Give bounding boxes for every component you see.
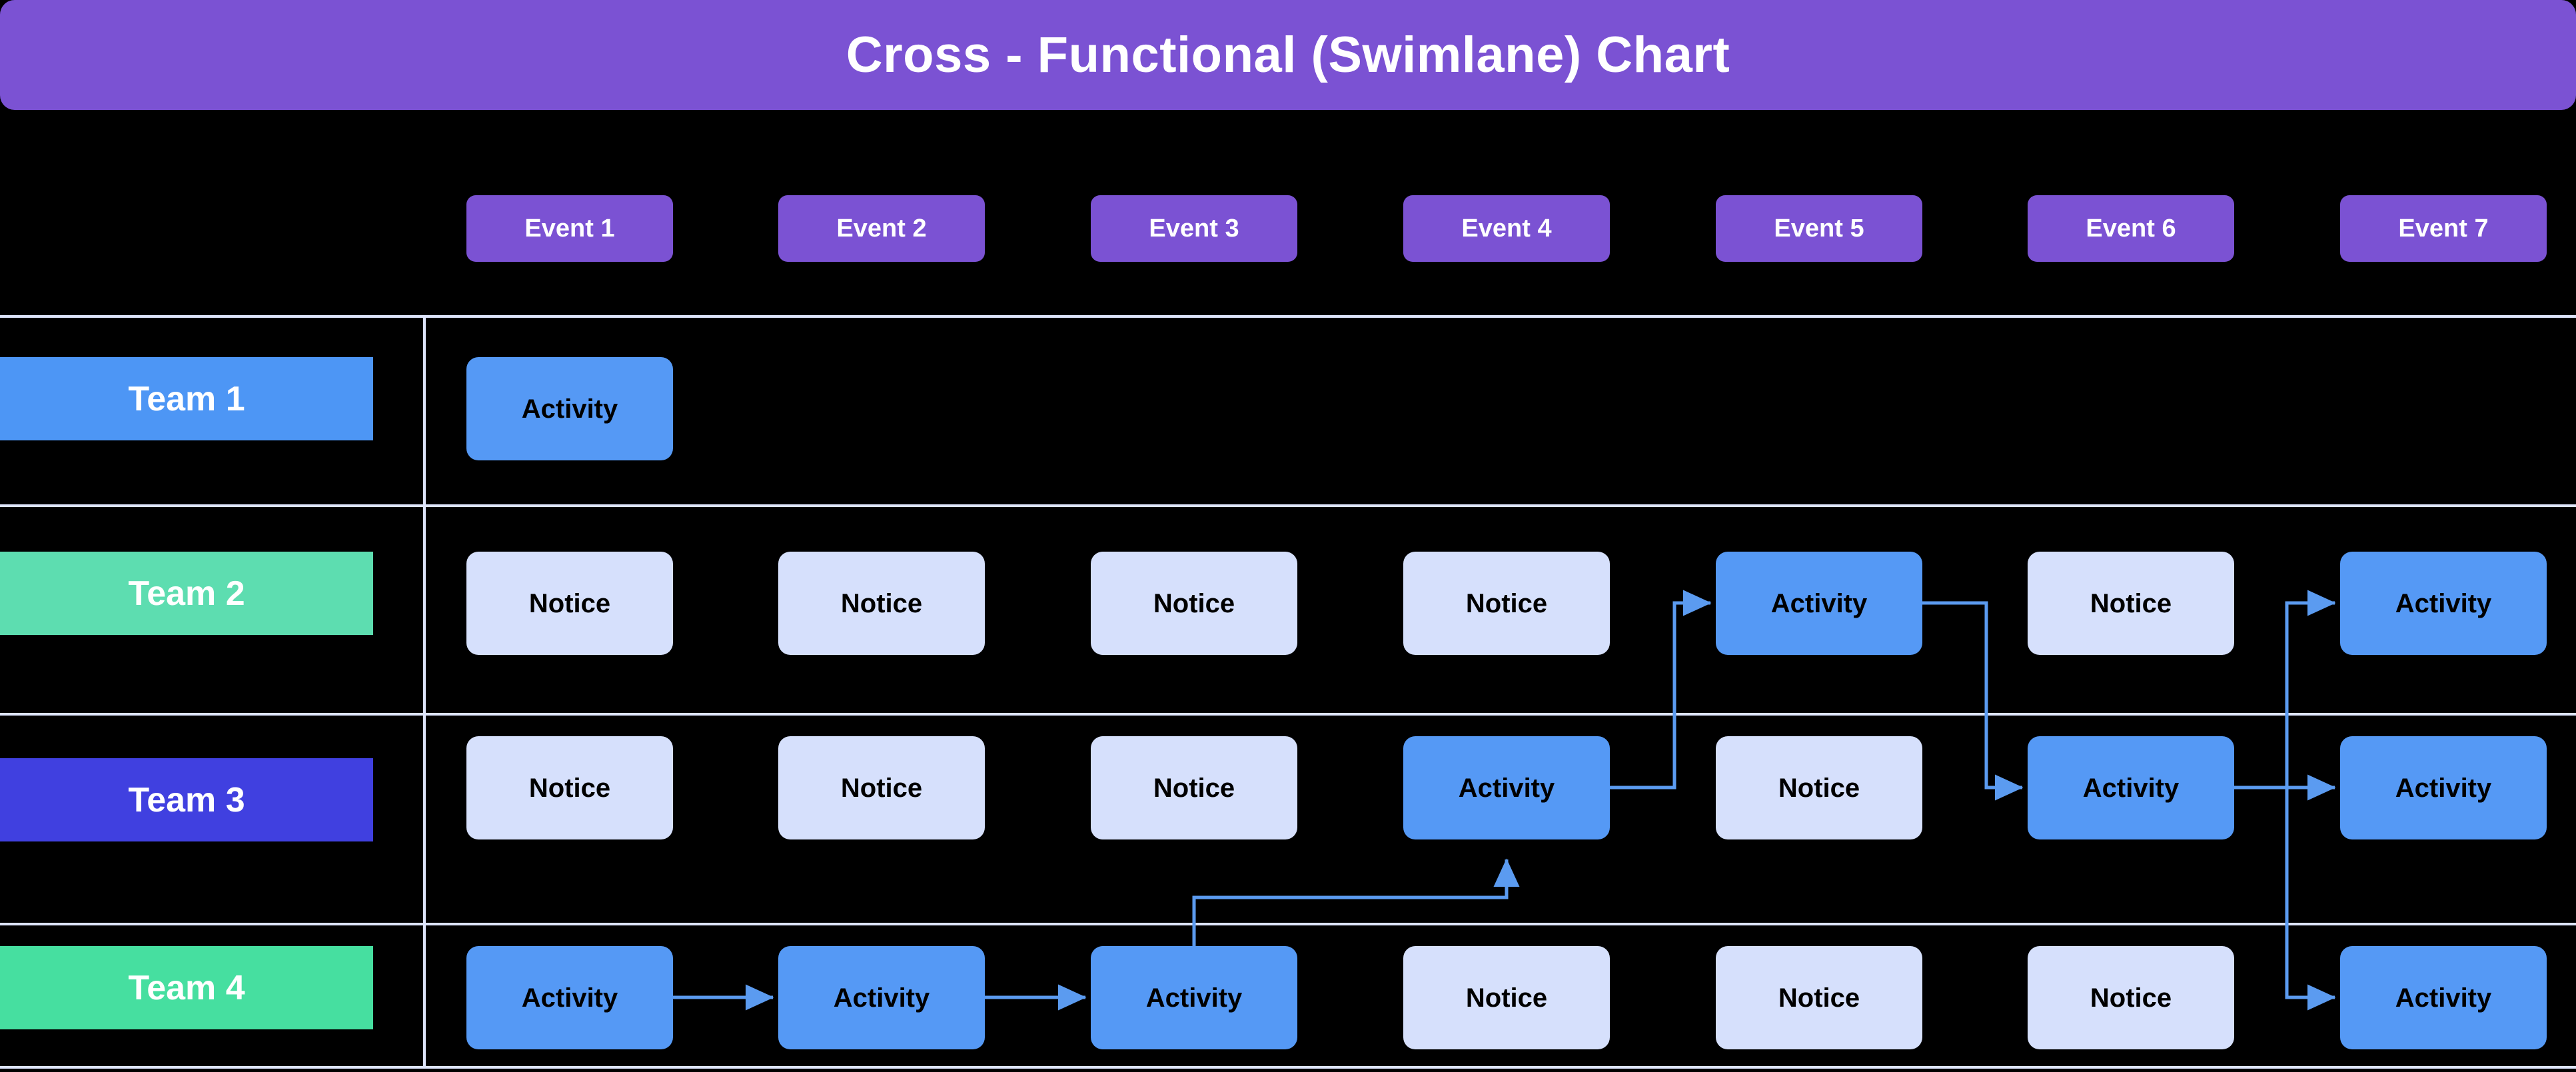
event-label-3: Event 3 xyxy=(1149,215,1239,243)
node-label: Notice xyxy=(840,773,923,803)
lane-divider-1-2 xyxy=(0,504,2576,507)
event-label-1: Event 1 xyxy=(524,215,615,243)
node-team3-event6[interactable]: Activity xyxy=(2028,736,2234,839)
node-label: Activity xyxy=(521,983,618,1013)
node-label: Notice xyxy=(528,773,611,803)
lane-label-team-2[interactable]: Team 2 xyxy=(0,552,373,635)
node-team4-event4[interactable]: Notice xyxy=(1403,946,1610,1049)
node-team2-event6[interactable]: Notice xyxy=(2028,552,2234,655)
event-label-4: Event 4 xyxy=(1461,215,1552,243)
page-title: Cross - Functional (Swimlane) Chart xyxy=(846,26,1730,83)
lane-divider-bottom xyxy=(0,1066,2576,1069)
node-team2-event4[interactable]: Notice xyxy=(1403,552,1610,655)
node-team2-event7[interactable]: Activity xyxy=(2340,552,2547,655)
lane-label-divider xyxy=(423,315,426,1069)
lane-divider-3-4 xyxy=(0,923,2576,925)
event-pill-3[interactable]: Event 3 xyxy=(1091,195,1297,262)
node-label: Notice xyxy=(1465,983,1548,1013)
lane-label-team-1[interactable]: Team 1 xyxy=(0,357,373,440)
node-label: Activity xyxy=(2395,773,2492,803)
event-pill-5[interactable]: Event 5 xyxy=(1716,195,1922,262)
lane-label-team-4[interactable]: Team 4 xyxy=(0,946,373,1029)
node-team2-event2[interactable]: Notice xyxy=(778,552,985,655)
lane-divider-2-3 xyxy=(0,713,2576,716)
event-pill-4[interactable]: Event 4 xyxy=(1403,195,1610,262)
node-team4-event1[interactable]: Activity xyxy=(466,946,673,1049)
node-label: Notice xyxy=(1465,588,1548,618)
chart-title-bar: Cross - Functional (Swimlane) Chart xyxy=(0,0,2576,110)
node-team2-event1[interactable]: Notice xyxy=(466,552,673,655)
node-label: Notice xyxy=(2090,588,2172,618)
node-label: Activity xyxy=(521,394,618,424)
event-label-7: Event 7 xyxy=(2398,215,2489,243)
node-label: Notice xyxy=(1778,983,1860,1013)
node-label: Activity xyxy=(2082,773,2180,803)
node-team3-event1[interactable]: Notice xyxy=(466,736,673,839)
event-pill-1[interactable]: Event 1 xyxy=(466,195,673,262)
event-pill-7[interactable]: Event 7 xyxy=(2340,195,2547,262)
node-label: Activity xyxy=(2395,983,2492,1013)
event-label-6: Event 6 xyxy=(2086,215,2176,243)
node-team3-event3[interactable]: Notice xyxy=(1091,736,1297,839)
node-team2-event5[interactable]: Activity xyxy=(1716,552,1922,655)
lane-label-text-3: Team 3 xyxy=(128,780,245,819)
event-label-5: Event 5 xyxy=(1774,215,1864,243)
node-label: Notice xyxy=(528,588,611,618)
lane-label-text-4: Team 4 xyxy=(128,968,245,1007)
event-pill-2[interactable]: Event 2 xyxy=(778,195,985,262)
node-team4-event6[interactable]: Notice xyxy=(2028,946,2234,1049)
node-label: Notice xyxy=(840,588,923,618)
node-label: Activity xyxy=(2395,588,2492,618)
node-team2-event3[interactable]: Notice xyxy=(1091,552,1297,655)
event-pill-6[interactable]: Event 6 xyxy=(2028,195,2234,262)
node-team3-event2[interactable]: Notice xyxy=(778,736,985,839)
lane-label-team-3[interactable]: Team 3 xyxy=(0,758,373,841)
node-label: Notice xyxy=(2090,983,2172,1013)
node-team4-event5[interactable]: Notice xyxy=(1716,946,1922,1049)
node-team3-event7[interactable]: Activity xyxy=(2340,736,2547,839)
lane-label-text-2: Team 2 xyxy=(128,574,245,613)
node-team4-event2[interactable]: Activity xyxy=(778,946,985,1049)
node-label: Activity xyxy=(1458,773,1555,803)
node-team1-event1[interactable]: Activity xyxy=(466,357,673,460)
event-label-2: Event 2 xyxy=(836,215,927,243)
node-team3-event5[interactable]: Notice xyxy=(1716,736,1922,839)
node-label: Activity xyxy=(833,983,930,1013)
node-label: Notice xyxy=(1778,773,1860,803)
lane-divider-top xyxy=(0,315,2576,318)
node-team4-event7[interactable]: Activity xyxy=(2340,946,2547,1049)
node-label: Activity xyxy=(1145,983,1243,1013)
node-team3-event4[interactable]: Activity xyxy=(1403,736,1610,839)
lane-label-text-1: Team 1 xyxy=(128,379,245,418)
node-team4-event3[interactable]: Activity xyxy=(1091,946,1297,1049)
node-label: Activity xyxy=(1770,588,1868,618)
node-label: Notice xyxy=(1153,773,1235,803)
node-label: Notice xyxy=(1153,588,1235,618)
